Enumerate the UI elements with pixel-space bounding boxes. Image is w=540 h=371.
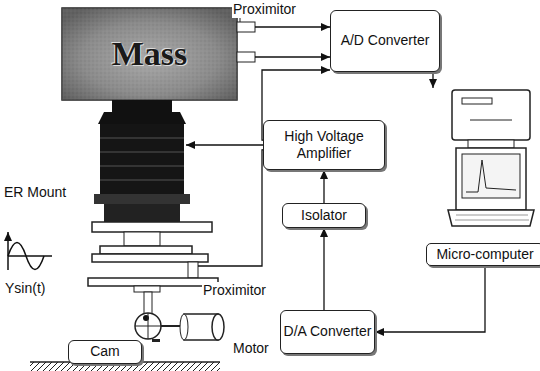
- node-text: Mass: [112, 33, 188, 76]
- part-label: Proximitor: [202, 282, 267, 299]
- cam-box: Cam: [68, 340, 142, 364]
- node-text: Isolator: [301, 207, 347, 225]
- drive-wire: [186, 144, 268, 145]
- motor: [180, 314, 224, 340]
- node-text: A/D Converter: [341, 32, 430, 50]
- mass-box: Mass: [62, 8, 237, 100]
- connector: [432, 72, 433, 88]
- cam-wheel: [135, 313, 161, 339]
- computer-node: Micro-computer: [426, 88, 540, 266]
- node-text: High Voltage Amplifier: [264, 128, 384, 163]
- node-text: Micro-computer: [426, 243, 540, 267]
- connector: [375, 266, 485, 332]
- proximitor-sensor: [237, 52, 255, 62]
- connector: [323, 228, 324, 310]
- computer-icon: [448, 90, 534, 226]
- mass-block: [62, 8, 237, 100]
- base-plate: [88, 278, 218, 286]
- process-box: Isolator: [282, 203, 366, 228]
- excitation-symbol: [8, 232, 52, 270]
- process-box: D/A Converter: [280, 310, 375, 354]
- proximitor-sensor: [237, 22, 255, 32]
- signal-label: Ysin(t): [4, 280, 46, 297]
- part-label: ER Mount: [3, 184, 67, 201]
- shaft: [144, 292, 152, 314]
- part-label: Proximitor: [232, 1, 297, 18]
- node-text: Cam: [90, 343, 120, 361]
- process-box: High Voltage Amplifier: [263, 120, 385, 170]
- proximitor-sensor: [188, 262, 198, 278]
- node-text: D/A Converter: [284, 323, 372, 341]
- process-box: A/D Converter: [330, 10, 440, 72]
- connector: [323, 170, 324, 203]
- part-label: Motor: [232, 340, 270, 357]
- er-mount: [92, 100, 212, 262]
